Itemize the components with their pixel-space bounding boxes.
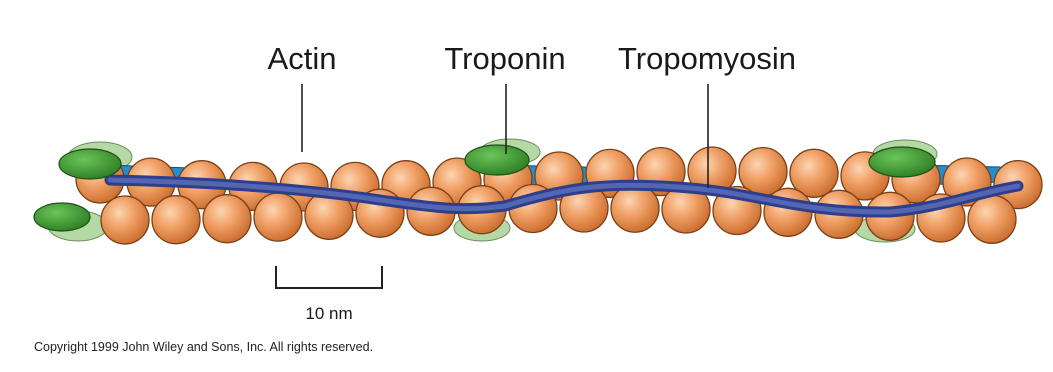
actin-monomer xyxy=(968,195,1016,243)
scale-bar xyxy=(276,266,382,288)
actin-monomer xyxy=(203,195,251,243)
troponin-label: Troponin xyxy=(444,41,565,76)
actin-label: Actin xyxy=(268,41,337,76)
tropomyosin-label: Tropomyosin xyxy=(618,41,796,76)
actin-monomer xyxy=(152,196,200,244)
actin-monomer xyxy=(254,193,302,241)
actin-monomer xyxy=(101,196,149,244)
actin-monomer xyxy=(611,184,659,232)
copyright-notice: Copyright 1999 John Wiley and Sons, Inc.… xyxy=(34,340,373,354)
scale-bar-label: 10 nm xyxy=(305,304,352,323)
